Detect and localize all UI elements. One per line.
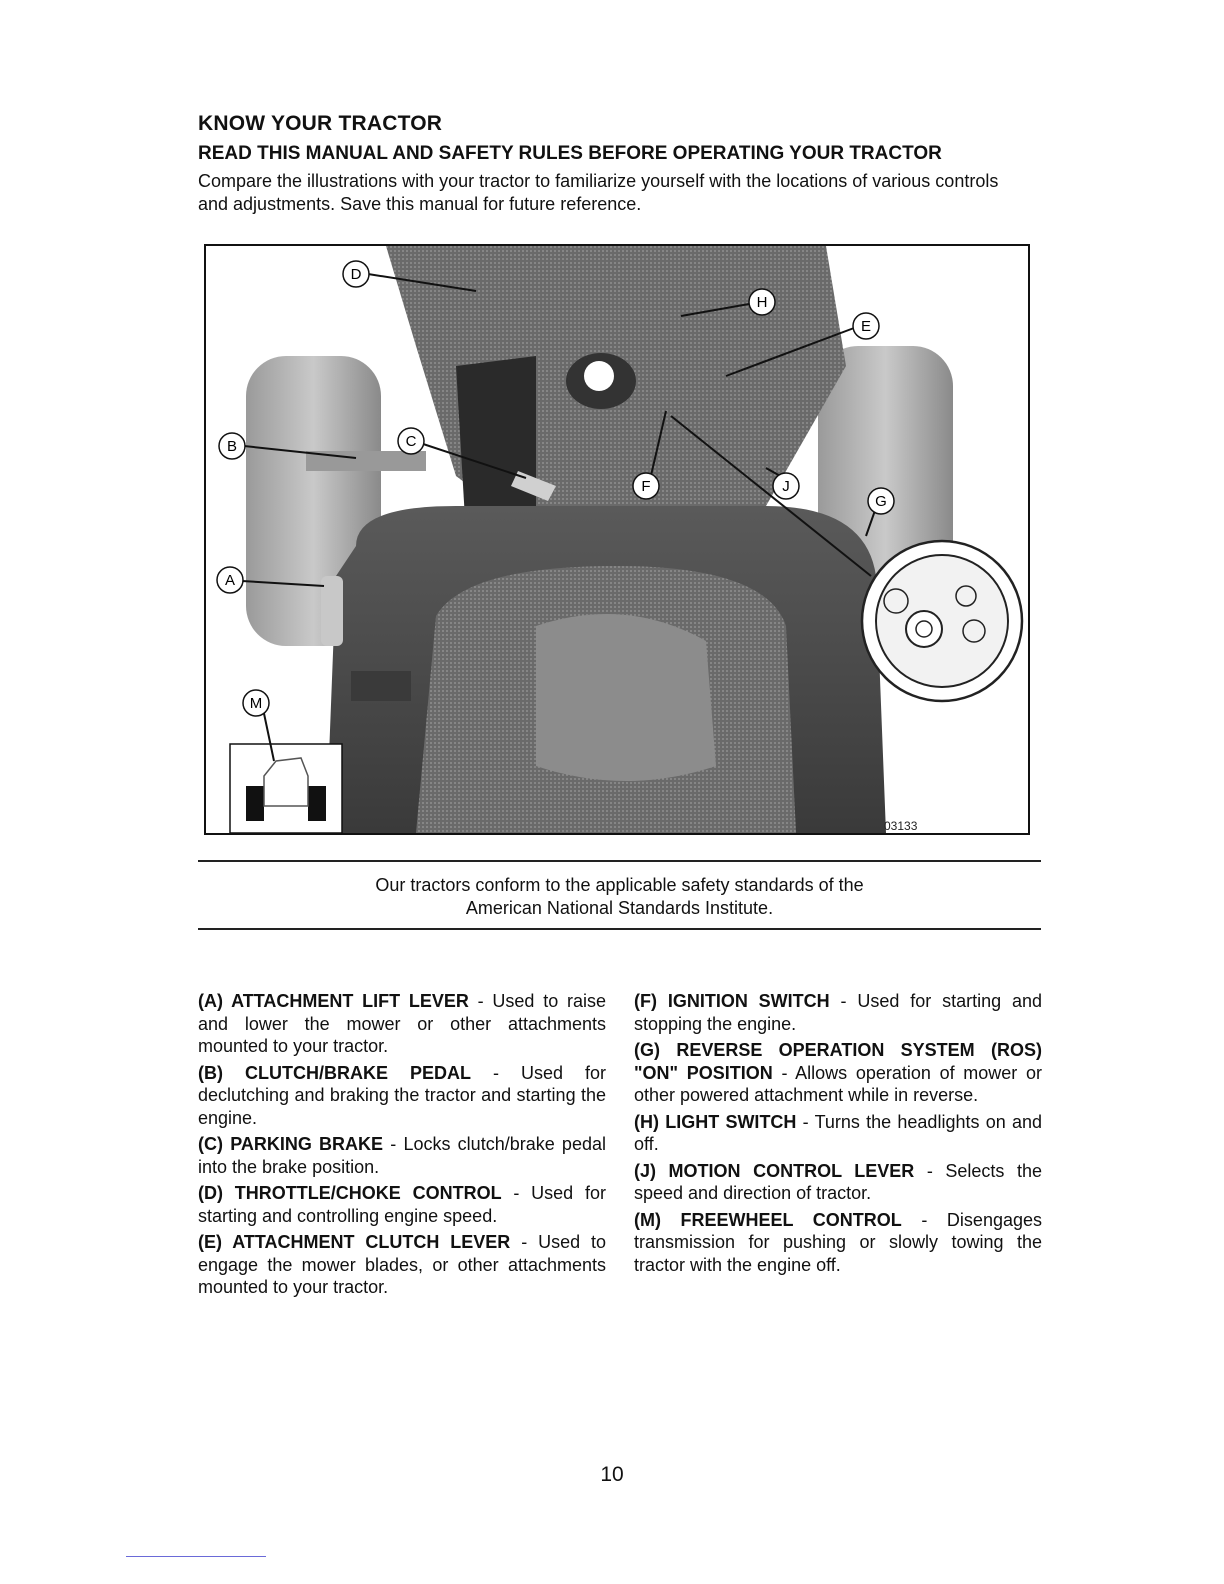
parking-brake [511, 471, 556, 501]
callout-m [242, 689, 270, 717]
callout-label-a: A [225, 572, 235, 589]
divider-bottom [198, 928, 1041, 930]
callout-label-c: C [406, 433, 417, 450]
item-d: (D) THROTTLE/CHOKE CONTROL - Used for st… [198, 1183, 607, 1226]
item-f: (F) IGNITION SWITCH - Used for starting … [634, 991, 1042, 1034]
item-c: (C) PARKING BRAKE - Locks clutch/brake p… [198, 1134, 606, 1177]
callout-label-f: F [641, 478, 650, 495]
item-h: (H) LIGHT SWITCH - Turns the headlights … [634, 1111, 1042, 1155]
standards-note: Our tractors conform to the applicable s… [375, 875, 864, 918]
callout-label-b: B [227, 438, 237, 455]
figure-code: 03133 [884, 819, 918, 833]
intro-paragraph: Compare the illustrations with your trac… [198, 171, 999, 214]
callout-d [342, 260, 370, 288]
item-b: (B) CLUTCH/BRAKE PEDAL - Used for declut… [198, 1062, 606, 1128]
callout-label-m: M [250, 695, 263, 712]
item-e: (E) ATTACHMENT CLUTCH LEVER - Used to en… [198, 1232, 607, 1297]
callout-c [397, 427, 425, 455]
callout-label-d: D [351, 266, 362, 283]
callout-label-j: J [782, 478, 790, 495]
divider-top [198, 860, 1041, 862]
callout-j [772, 472, 800, 500]
callout-f [632, 472, 660, 500]
callout-label-h: H [757, 294, 768, 311]
callout-label-g: G [875, 493, 887, 510]
ignition-socket [584, 361, 614, 391]
callout-a [216, 566, 244, 594]
callout-b [218, 432, 246, 460]
item-j: (J) MOTION CONTROL LEVER - Selects the s… [634, 1160, 1042, 1204]
tractor-controls-illustration: D H E B C F J G A M 03133 [204, 244, 1030, 835]
page-title: KNOW YOUR TRACTOR [198, 112, 443, 135]
callout-g [867, 487, 895, 515]
controls-list-right: (F) IGNITION SWITCH - Used for starting … [634, 990, 1042, 1280]
footer-line [126, 1556, 266, 1557]
lift-lever [321, 576, 343, 646]
controls-list-left: (A) ATTACHMENT LIFT LEVER - Used to rais… [198, 990, 606, 1303]
page-number: 10 [600, 1463, 624, 1486]
page-subtitle: READ THIS MANUAL AND SAFETY RULES BEFORE… [198, 143, 942, 164]
callout-h [748, 288, 776, 316]
callout-label-e: E [861, 318, 871, 335]
item-g: (G) REVERSE OPERATION SYSTEM (ROS) "ON" … [634, 1040, 1042, 1105]
item-a: (A) ATTACHMENT LIFT LEVER - Used to rais… [198, 991, 606, 1056]
callout-e [852, 312, 880, 340]
steering-column [456, 356, 536, 546]
item-m: (M) FREEWHEEL CONTROL - Disengages trans… [634, 1209, 1042, 1275]
